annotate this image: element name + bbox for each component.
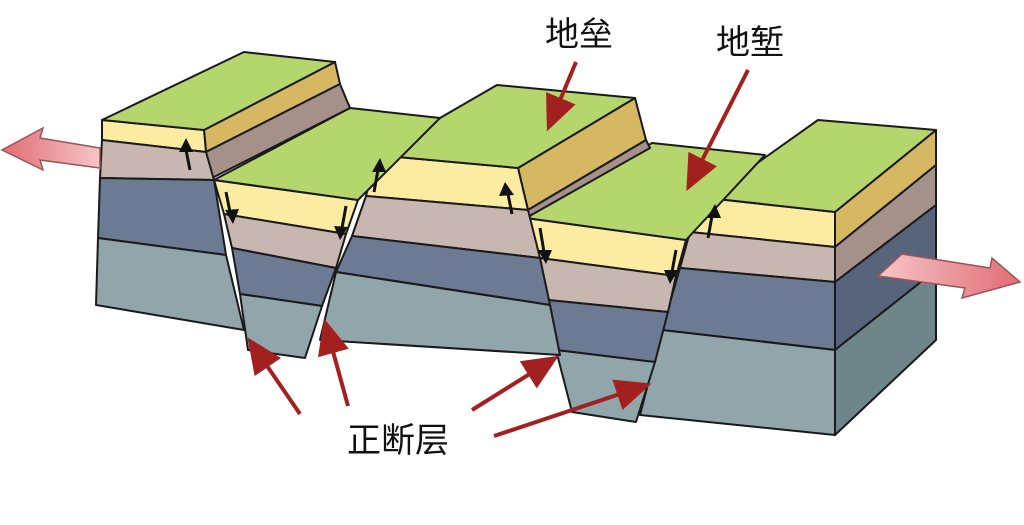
motion-arrow-icon [179, 138, 721, 284]
left-horst-front [95, 119, 245, 331]
horst-label: 地垒 [545, 15, 613, 55]
tension-arrow-icon [876, 253, 1022, 300]
pointer-arrow-icon [470, 355, 559, 412]
left-horst-top [101, 51, 336, 131]
right-horst-top [707, 119, 937, 213]
pointer-arrow-icon [546, 61, 578, 132]
tension-arrow-icon [0, 126, 101, 172]
right-horst-front [639, 197, 836, 436]
normal-fault-label: 正断层 [347, 421, 449, 461]
pointer-arrow-icon [686, 69, 750, 192]
pointer-arrow-icon [493, 379, 652, 438]
pointer-arrow-icon [247, 337, 302, 416]
pointer-arrow-icon [317, 318, 350, 407]
graben-label: 地堑 [716, 23, 784, 63]
